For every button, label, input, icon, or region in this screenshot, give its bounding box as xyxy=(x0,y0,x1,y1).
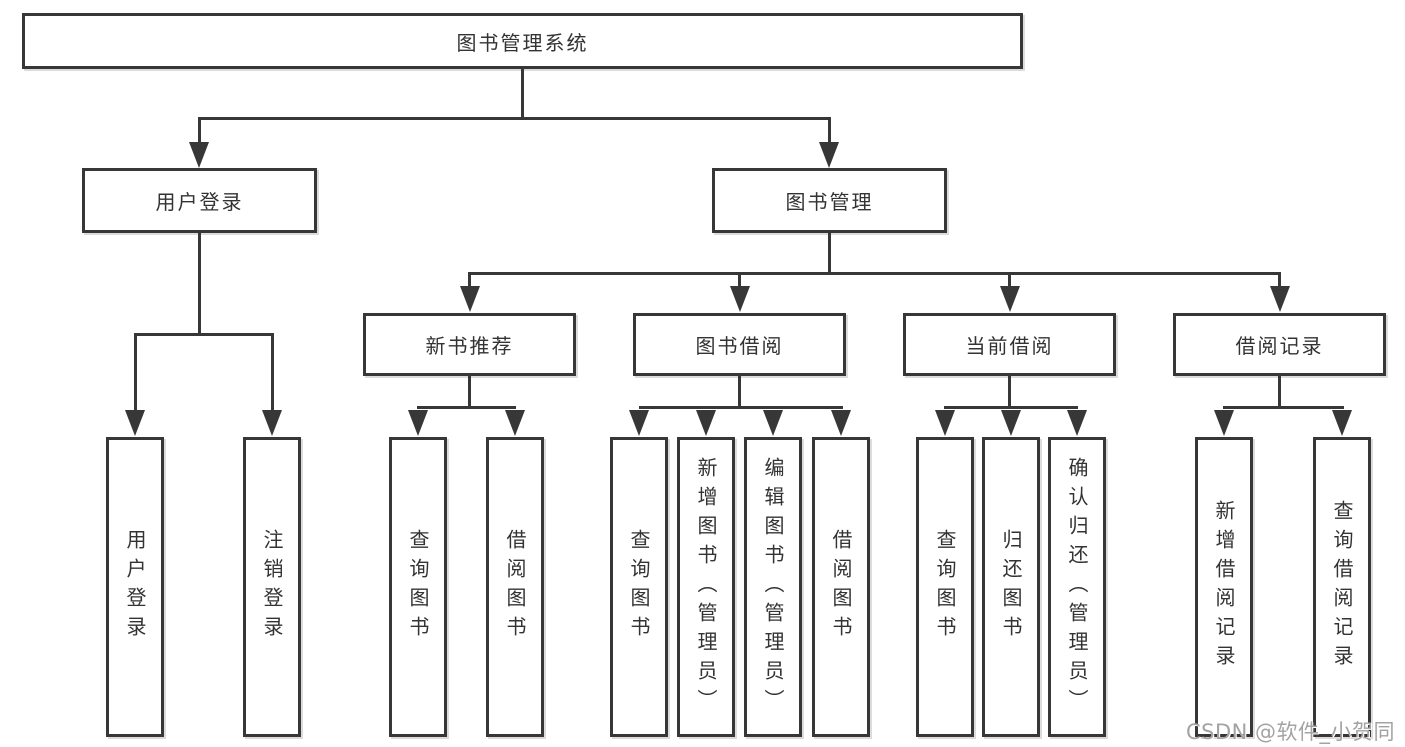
connector-bookborrow-down xyxy=(738,376,741,409)
leaf-br-query-record-label: 查询借阅记录 xyxy=(1330,500,1354,674)
connector-newbook-hbar xyxy=(417,406,516,409)
leaf-bb-edit-books-admin: 编辑图书（管理员） xyxy=(744,437,802,737)
leaf-bb-query-books-label: 查询图书 xyxy=(627,529,651,645)
leaf-logout-label: 注销登录 xyxy=(260,529,284,645)
connector-user-login-stem xyxy=(198,120,201,145)
leaf-user-login: 用户登录 xyxy=(106,437,164,737)
arrow-to-nb-borrow xyxy=(505,410,525,436)
connector-book-mgmt-stem xyxy=(828,120,831,145)
leaf-cb-confirm-return-admin-label: 确认归还（管理员） xyxy=(1065,456,1089,718)
node-user-login: 用户登录 xyxy=(82,168,317,233)
connector-root-stem xyxy=(521,69,524,117)
connector-mgmt-hbar xyxy=(468,272,1281,275)
arrow-to-bb-borrow xyxy=(831,410,851,436)
leaf-user-login-label: 用户登录 xyxy=(123,529,147,645)
connector-bookborrow-stem xyxy=(738,272,741,287)
leaf-bb-borrow-books: 借阅图书 xyxy=(812,437,870,737)
connector-login-hbar xyxy=(134,333,274,336)
leaf-logout: 注销登录 xyxy=(243,437,301,737)
leaf-cb-query-books-label: 查询图书 xyxy=(933,529,957,645)
arrow-to-br-add xyxy=(1214,410,1234,436)
leaf-nb-query-books: 查询图书 xyxy=(389,437,447,737)
leaf-bb-borrow-books-label: 借阅图书 xyxy=(829,529,853,645)
leaf-cb-return-books: 归还图书 xyxy=(982,437,1040,737)
node-library-management-system: 图书管理系统 xyxy=(22,13,1023,69)
arrow-to-nb-query xyxy=(408,410,428,436)
arrow-to-leaf-logout xyxy=(262,410,282,436)
arrow-to-user-login xyxy=(189,142,209,168)
node-current-borrow: 当前借阅 xyxy=(903,313,1116,376)
arrow-to-bb-edit xyxy=(763,410,783,436)
arrow-to-bb-query xyxy=(629,410,649,436)
arrow-to-book-mgmt xyxy=(819,142,839,168)
leaf-nb-query-books-label: 查询图书 xyxy=(406,529,430,645)
arrow-to-bookborrow xyxy=(730,286,750,312)
arrow-to-cb-return xyxy=(1001,410,1021,436)
leaf-br-query-record: 查询借阅记录 xyxy=(1313,437,1371,737)
arrow-to-cb-query xyxy=(935,410,955,436)
arrow-to-currentborrow xyxy=(1000,286,1020,312)
connector-leaf-login-stem xyxy=(134,336,137,411)
csdn-watermark: CSDN @软件_小贺同学 xyxy=(1186,720,1396,744)
leaf-cb-confirm-return-admin: 确认归还（管理员） xyxy=(1048,437,1106,737)
arrow-to-br-query xyxy=(1332,410,1352,436)
leaf-bb-add-books-admin: 新增图书（管理员） xyxy=(677,437,735,737)
leaf-bb-query-books: 查询图书 xyxy=(610,437,668,737)
connector-login-stem xyxy=(198,233,201,333)
connector-borrowrecord-stem xyxy=(1278,272,1281,287)
leaf-cb-return-books-label: 归还图书 xyxy=(999,529,1023,645)
arrow-to-cb-confirm xyxy=(1067,410,1087,436)
leaf-nb-borrow-books: 借阅图书 xyxy=(486,437,544,737)
connector-bookborrow-hbar xyxy=(639,406,843,409)
node-new-book-recommend: 新书推荐 xyxy=(363,313,576,376)
arrow-to-leaf-user-login xyxy=(125,410,145,436)
connector-currentborrow-down xyxy=(1008,376,1011,409)
node-book-management: 图书管理 xyxy=(712,168,947,233)
connector-newbook-down xyxy=(468,376,471,409)
leaf-nb-borrow-books-label: 借阅图书 xyxy=(503,529,527,645)
connector-root-hbar xyxy=(198,117,831,120)
connector-borrowrecord-hbar xyxy=(1223,406,1344,409)
arrow-to-newbook xyxy=(460,286,480,312)
connector-mgmt-stem xyxy=(828,233,831,272)
node-borrow-record: 借阅记录 xyxy=(1173,313,1386,376)
node-book-borrow: 图书借阅 xyxy=(633,313,846,376)
arrow-to-bb-add xyxy=(696,410,716,436)
connector-currentborrow-stem xyxy=(1008,272,1011,287)
leaf-br-add-record-label: 新增借阅记录 xyxy=(1212,500,1236,674)
leaf-bb-add-books-admin-label: 新增图书（管理员） xyxy=(694,456,718,718)
arrow-to-borrowrecord xyxy=(1270,286,1290,312)
connector-borrowrecord-down xyxy=(1278,376,1281,409)
leaf-br-add-record: 新增借阅记录 xyxy=(1195,437,1253,737)
connector-newbook-stem xyxy=(468,272,471,287)
connector-leaf-logout-stem xyxy=(271,336,274,411)
leaf-bb-edit-books-admin-label: 编辑图书（管理员） xyxy=(761,456,785,718)
connector-currentborrow-hbar xyxy=(944,406,1078,409)
leaf-cb-query-books: 查询图书 xyxy=(916,437,974,737)
